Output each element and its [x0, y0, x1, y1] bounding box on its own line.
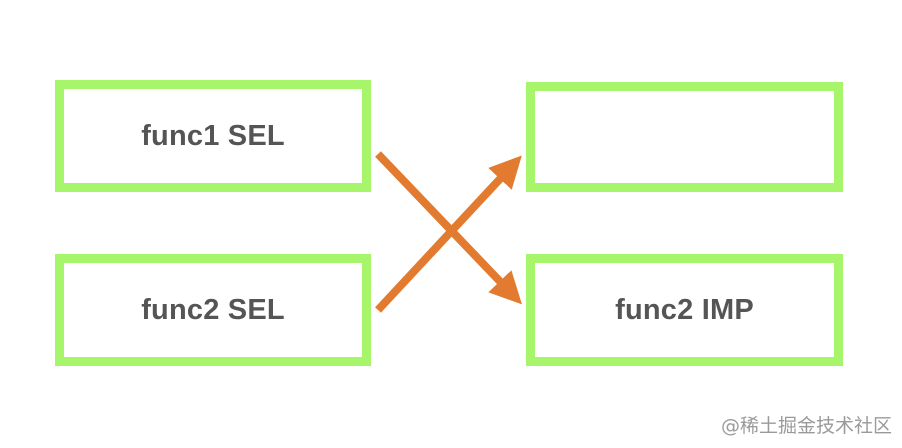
func2-sel-box: func2 SEL: [55, 254, 371, 366]
func2-sel-label: func2 SEL: [141, 293, 285, 326]
arrow-func2-sel-to-empty-imp: [375, 155, 522, 313]
func2-imp-box: func2 IMP: [526, 254, 843, 366]
func1-sel-label: func1 SEL: [141, 119, 285, 152]
watermark-text: @稀土掘金技术社区: [720, 415, 892, 437]
empty-imp-box: [526, 82, 843, 192]
func2-imp-label: func2 IMP: [615, 293, 754, 326]
arrow-func1-sel-to-func2-imp: [375, 151, 522, 305]
func1-sel-box: func1 SEL: [55, 80, 371, 192]
